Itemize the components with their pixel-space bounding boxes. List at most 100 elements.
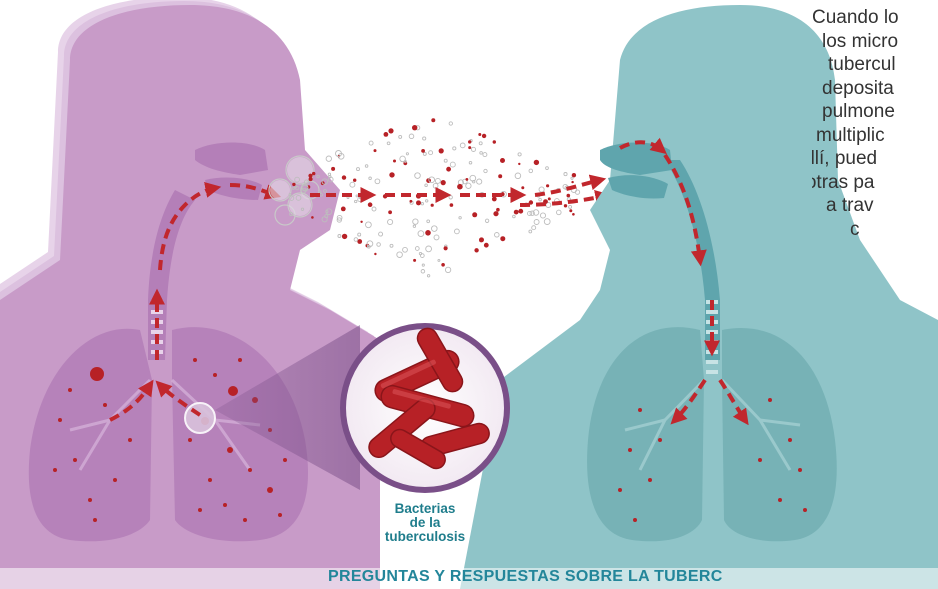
air-droplet: [419, 252, 421, 254]
bacteria-droplet: [384, 132, 389, 137]
air-droplet: [544, 219, 550, 225]
bacteria-droplet: [441, 263, 445, 267]
air-droplet: [473, 181, 475, 183]
air-droplet: [460, 143, 465, 148]
air-droplet: [455, 229, 460, 234]
air-droplet: [469, 161, 472, 164]
air-droplet: [459, 217, 461, 219]
bacteria-droplet: [388, 128, 393, 133]
bacteria-droplet: [472, 212, 477, 217]
air-droplet: [372, 207, 376, 211]
bacteria-droplet: [312, 172, 315, 175]
air-droplet: [421, 270, 425, 274]
air-droplet: [529, 169, 533, 173]
air-droplet: [453, 147, 456, 150]
air-droplet: [539, 198, 542, 201]
bacteria-label: Bacteriasde latuberculosis: [370, 502, 480, 544]
bacteria-droplet: [374, 253, 376, 255]
bacteria-droplet: [410, 200, 413, 203]
bacteria-droplet: [492, 197, 497, 202]
bacteria-droplet: [546, 184, 549, 187]
bacteria-droplet: [342, 175, 346, 179]
air-droplet: [354, 238, 358, 242]
bacteria-droplet: [389, 172, 394, 177]
air-droplet: [358, 197, 362, 201]
description-line: multiplic: [812, 124, 938, 148]
description-line: pulmone: [812, 100, 938, 124]
air-droplet: [415, 247, 419, 251]
bacteria-droplet: [474, 248, 478, 252]
air-droplet: [480, 152, 483, 155]
air-droplet: [422, 264, 424, 266]
bacteria-droplet: [567, 194, 571, 198]
bacteria-droplet: [493, 140, 496, 143]
bacteria-droplet: [514, 210, 519, 215]
air-droplet: [350, 182, 355, 187]
air-droplet: [358, 233, 361, 236]
air-droplet: [433, 183, 438, 188]
bacteria-droplet: [466, 178, 469, 181]
description-line: Cuando lo: [812, 6, 938, 30]
bacteria-droplet: [478, 133, 481, 136]
air-droplet: [409, 134, 414, 139]
bacteria-droplet: [468, 140, 471, 143]
magnified-area-marker: [185, 403, 215, 433]
bacteria-label-line: tuberculosis: [370, 530, 480, 544]
air-droplet: [406, 153, 408, 155]
air-droplet: [338, 235, 341, 238]
bacteria-droplet: [498, 174, 502, 178]
description-line: c: [812, 218, 938, 242]
bacteria-droplet: [421, 149, 425, 153]
bacteria-droplet: [446, 167, 451, 172]
air-droplet: [369, 177, 372, 180]
air-droplet: [369, 141, 373, 145]
bacteria-droplet: [412, 125, 417, 130]
air-droplet: [375, 179, 380, 184]
bacteria-droplet: [450, 203, 454, 207]
air-droplet: [483, 153, 487, 157]
bacteria-droplet: [431, 118, 435, 122]
bacteria-droplet: [548, 197, 551, 200]
air-droplet: [471, 147, 475, 151]
bacteria-droplet: [518, 163, 520, 165]
air-droplet: [403, 247, 408, 252]
bacteria-label-line: Bacterias: [370, 502, 480, 516]
bacteria-droplet: [534, 160, 539, 165]
air-droplet: [426, 200, 428, 202]
air-droplet: [356, 195, 358, 197]
bacteria-droplet: [521, 186, 524, 189]
air-droplet: [495, 233, 500, 238]
air-droplet: [534, 220, 539, 225]
bacteria-droplet: [413, 259, 416, 262]
air-droplet: [377, 243, 381, 247]
air-droplet: [539, 187, 544, 192]
air-droplet: [387, 142, 390, 145]
bacteria-label-line: de la: [370, 516, 480, 530]
bacteria-droplet: [500, 236, 505, 241]
air-droplet: [397, 252, 403, 258]
bacteria-droplet: [518, 209, 523, 214]
air-droplet: [449, 122, 452, 125]
bacteria-droplet: [292, 183, 295, 186]
bacteria-droplet: [572, 213, 575, 216]
air-droplet: [532, 226, 536, 230]
bacteria-droplet: [311, 216, 314, 219]
air-droplet: [445, 267, 450, 272]
bacteria-droplet: [482, 134, 486, 138]
infected-person: [0, 0, 380, 589]
air-droplet: [326, 156, 331, 161]
bacteria-droplet: [368, 202, 373, 207]
air-droplet: [423, 137, 426, 140]
air-droplet: [479, 142, 482, 145]
air-droplet: [484, 169, 487, 172]
air-droplet: [557, 210, 562, 215]
bacteria-droplet: [441, 180, 446, 185]
air-droplet: [485, 219, 488, 222]
air-droplet: [529, 230, 532, 233]
air-droplet: [546, 167, 549, 170]
description-line: deposita: [812, 77, 938, 101]
bacteria-droplet: [571, 181, 573, 183]
air-droplet: [449, 196, 452, 199]
bacteria-droplet: [393, 160, 396, 163]
